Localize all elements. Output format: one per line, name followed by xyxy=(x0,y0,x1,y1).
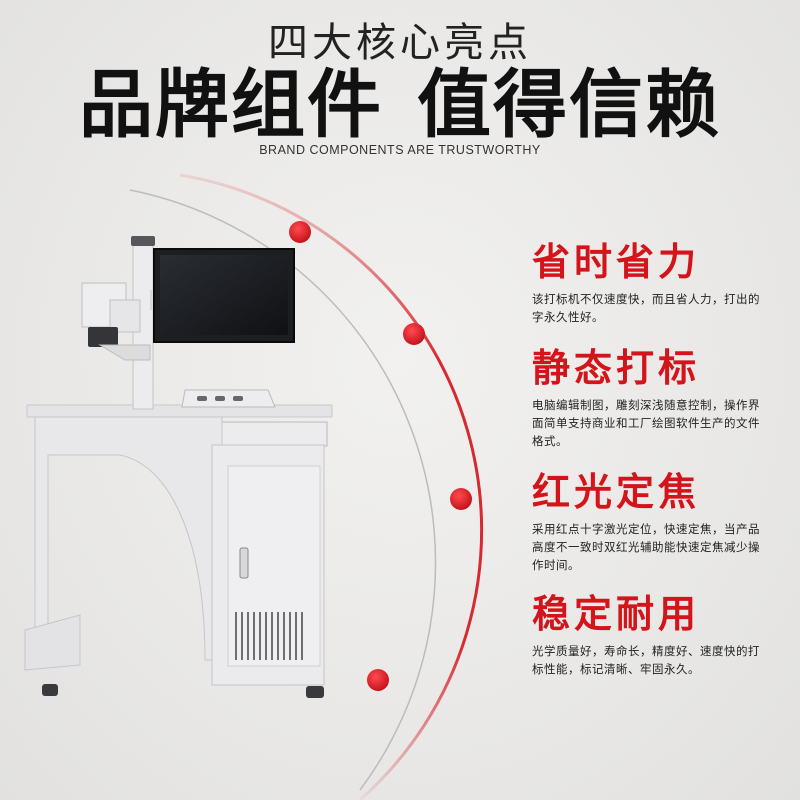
feature-description: 采用红点十字激光定位，快速定焦，当产品高度不一致时双红光辅助能快速定焦减少操作时… xyxy=(532,522,760,572)
page-headline: 品牌组件值得信赖 xyxy=(0,62,800,148)
field-lens xyxy=(88,327,118,347)
red-dot xyxy=(289,221,311,243)
lens-bracket xyxy=(98,344,151,361)
laser-head-arm xyxy=(109,299,141,333)
vent-slots xyxy=(235,612,303,660)
feature-description: 该打标机不仅速度快，而且省人力，打出的字永久性好。 xyxy=(532,292,760,324)
table-left-body xyxy=(34,416,223,666)
door-lock xyxy=(239,547,249,579)
foot xyxy=(306,686,324,698)
headline-part-2: 值得信赖 xyxy=(417,62,721,148)
feature-description: 电脑编辑制图，雕刻深浅随意控制，操作界面简单支持商业和工厂绘图软件生产的文件格式… xyxy=(532,398,760,448)
feature-title: 红光定焦 xyxy=(532,470,701,514)
grey-arc xyxy=(129,189,437,791)
monitor-screen xyxy=(160,255,288,335)
red-dot xyxy=(403,323,425,345)
column-cap xyxy=(131,236,155,246)
table-top xyxy=(26,404,333,418)
feature-red-focus: 红光定焦 采用红点十字激光定位，快速定焦，当产品高度不一致时双红光辅助能快速定焦… xyxy=(532,470,792,574)
feature-title: 稳定耐用 xyxy=(532,592,701,636)
feature-static-marking: 静态打标 电脑编辑制图，雕刻深浅随意控制，操作界面简单支持商业和工厂绘图软件生产… xyxy=(532,346,792,450)
control-panel xyxy=(181,389,276,408)
feature-title: 省时省力 xyxy=(532,240,701,284)
red-dot xyxy=(450,488,472,510)
feature-description: 光学质量好，寿命长，精度好、速度快的打标性能，标记清晰、牢固永久。 xyxy=(532,644,760,676)
feature-durable: 稳定耐用 光学质量好，寿命长，精度好、速度快的打标性能，标记清晰、牢固永久。 xyxy=(532,592,792,678)
red-dot xyxy=(367,669,389,691)
english-tagline: BRAND COMPONENTS ARE TRUSTWORTHY xyxy=(259,143,541,157)
table-leg-base xyxy=(24,614,81,671)
headline-part-1: 品牌组件 xyxy=(79,62,383,148)
feature-title: 静态打标 xyxy=(532,346,701,390)
section-subtitle: 四大核心亮点 xyxy=(268,20,532,66)
foot xyxy=(42,684,58,696)
red-arc xyxy=(179,173,484,800)
feature-time-saving: 省时省力 该打标机不仅速度快，而且省人力，打出的字永久性好。 xyxy=(532,240,792,326)
